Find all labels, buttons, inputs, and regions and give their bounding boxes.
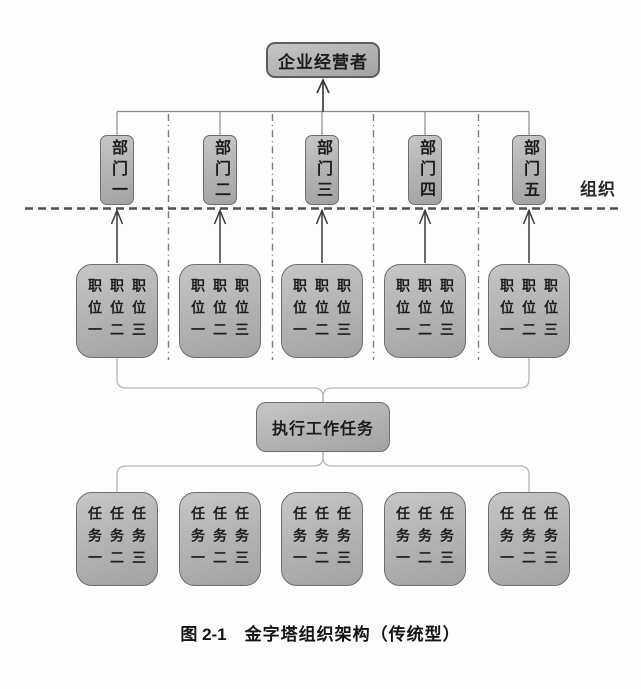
- position-label: 职位三: [336, 278, 352, 344]
- position-group-4: 职位一 职位二 职位三: [384, 264, 466, 358]
- department-box-4: 部门四: [408, 135, 442, 205]
- task-label: 任务三: [131, 506, 147, 572]
- position-label: 职位一: [87, 278, 103, 344]
- task-label: 任务三: [543, 506, 559, 572]
- task-label: 任务三: [336, 506, 352, 572]
- position-label: 职位二: [521, 278, 537, 344]
- task-label: 任务二: [212, 506, 228, 572]
- position-group-2: 职位一 职位二 职位三: [179, 264, 261, 358]
- upper-bracket: [116, 358, 530, 403]
- task-label: 任务二: [417, 506, 433, 572]
- position-label: 职位二: [314, 278, 330, 344]
- position-label: 职位二: [109, 278, 125, 344]
- task-label: 任务二: [314, 506, 330, 572]
- figure-caption: 图 2-1 金字塔组织架构（传统型）: [0, 620, 641, 645]
- department-box-5: 部门五: [512, 135, 546, 205]
- top-tree-lines: [116, 110, 530, 136]
- task-group-4: 任务一 任务二 任务三: [384, 492, 466, 586]
- task-label: 任务三: [439, 506, 455, 572]
- department-box-3: 部门三: [305, 135, 339, 205]
- task-group-3: 任务一 任务二 任务三: [281, 492, 363, 586]
- position-label: 职位一: [190, 278, 206, 344]
- department-label: 部门二: [212, 138, 229, 202]
- department-label: 部门一: [109, 138, 126, 202]
- task-group-5: 任务一 任务二 任务三: [488, 492, 570, 586]
- org-label: 组织: [580, 180, 616, 199]
- position-group-1: 职位一 职位二 职位三: [76, 264, 158, 358]
- position-label: 职位二: [417, 278, 433, 344]
- position-label: 职位二: [212, 278, 228, 344]
- task-label: 任务一: [87, 506, 103, 572]
- task-label: 任务三: [234, 506, 250, 572]
- department-label: 部门五: [521, 138, 538, 202]
- lower-bracket: [116, 451, 530, 493]
- task-label: 任务一: [292, 506, 308, 572]
- figure-number: 图 2-1: [180, 625, 227, 644]
- position-label: 职位三: [131, 278, 147, 344]
- position-group-3: 职位一 职位二 职位三: [281, 264, 363, 358]
- position-label: 职位三: [234, 278, 250, 344]
- task-label: 任务二: [521, 506, 537, 572]
- task-label: 任务一: [499, 506, 515, 572]
- position-label: 职位一: [395, 278, 411, 344]
- position-group-5: 职位一 职位二 职位三: [488, 264, 570, 358]
- position-label: 职位三: [439, 278, 455, 344]
- position-label: 职位一: [292, 278, 308, 344]
- position-label: 职位三: [543, 278, 559, 344]
- department-box-1: 部门一: [100, 135, 134, 205]
- task-label: 任务一: [190, 506, 206, 572]
- position-arrows: [110, 208, 536, 263]
- position-label: 职位一: [499, 278, 515, 344]
- ceo-arrow: [316, 77, 330, 112]
- department-box-2: 部门二: [203, 135, 237, 205]
- task-group-1: 任务一 任务二 任务三: [76, 492, 158, 586]
- department-label: 部门四: [417, 138, 434, 202]
- ceo-box: 企业经营者: [266, 42, 380, 78]
- figure-title: 金字塔组织架构（传统型）: [244, 625, 461, 644]
- department-label: 部门三: [314, 138, 331, 202]
- task-group-2: 任务一 任务二 任务三: [179, 492, 261, 586]
- task-label: 任务一: [395, 506, 411, 572]
- task-label: 任务二: [109, 506, 125, 572]
- execute-tasks-box: 执行工作任务: [256, 402, 390, 452]
